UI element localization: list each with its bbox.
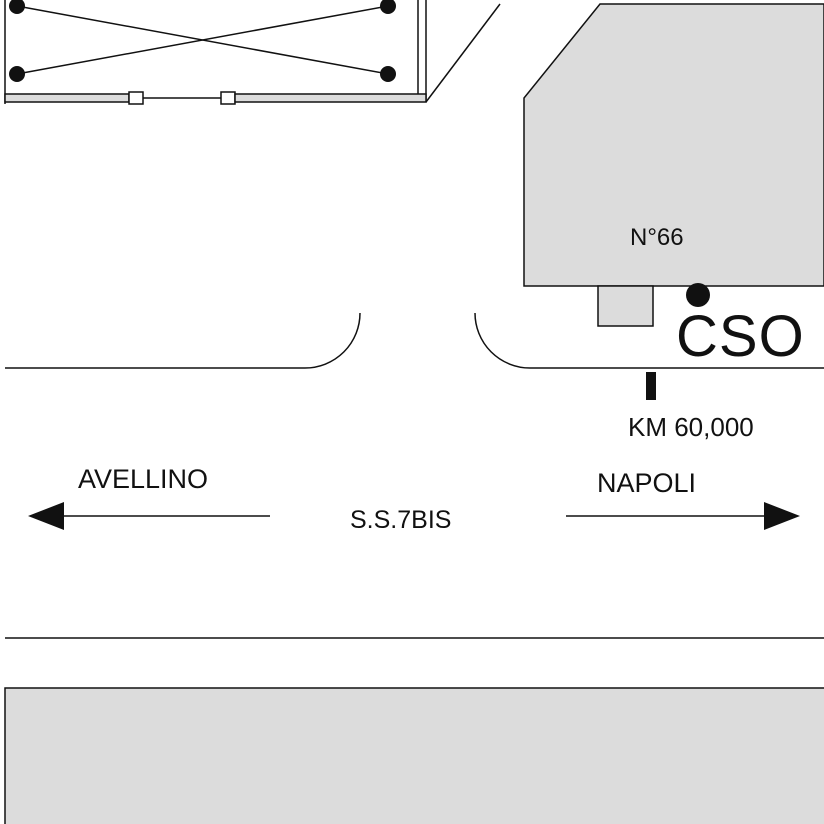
side-road-edge <box>425 3 501 103</box>
kilometre-label: KM 60,000 <box>628 412 754 442</box>
building-annex <box>597 285 654 327</box>
house-number-label: N°66 <box>630 224 684 251</box>
road-name-label: S.S.7BIS <box>350 506 452 534</box>
arrow-left <box>28 502 270 530</box>
direction-right-label: NAPOLI <box>597 468 697 498</box>
opposite-block <box>4 687 824 824</box>
kerb-left <box>5 312 361 369</box>
station-marker <box>686 283 710 307</box>
arrow-right <box>566 502 800 530</box>
kerb-right <box>474 312 824 369</box>
station-label: CSO <box>676 304 805 369</box>
fenced-enclosure <box>4 0 427 105</box>
kilometre-post <box>646 372 656 400</box>
building-66 <box>523 3 824 287</box>
direction-left-label: AVELLINO <box>78 464 209 494</box>
